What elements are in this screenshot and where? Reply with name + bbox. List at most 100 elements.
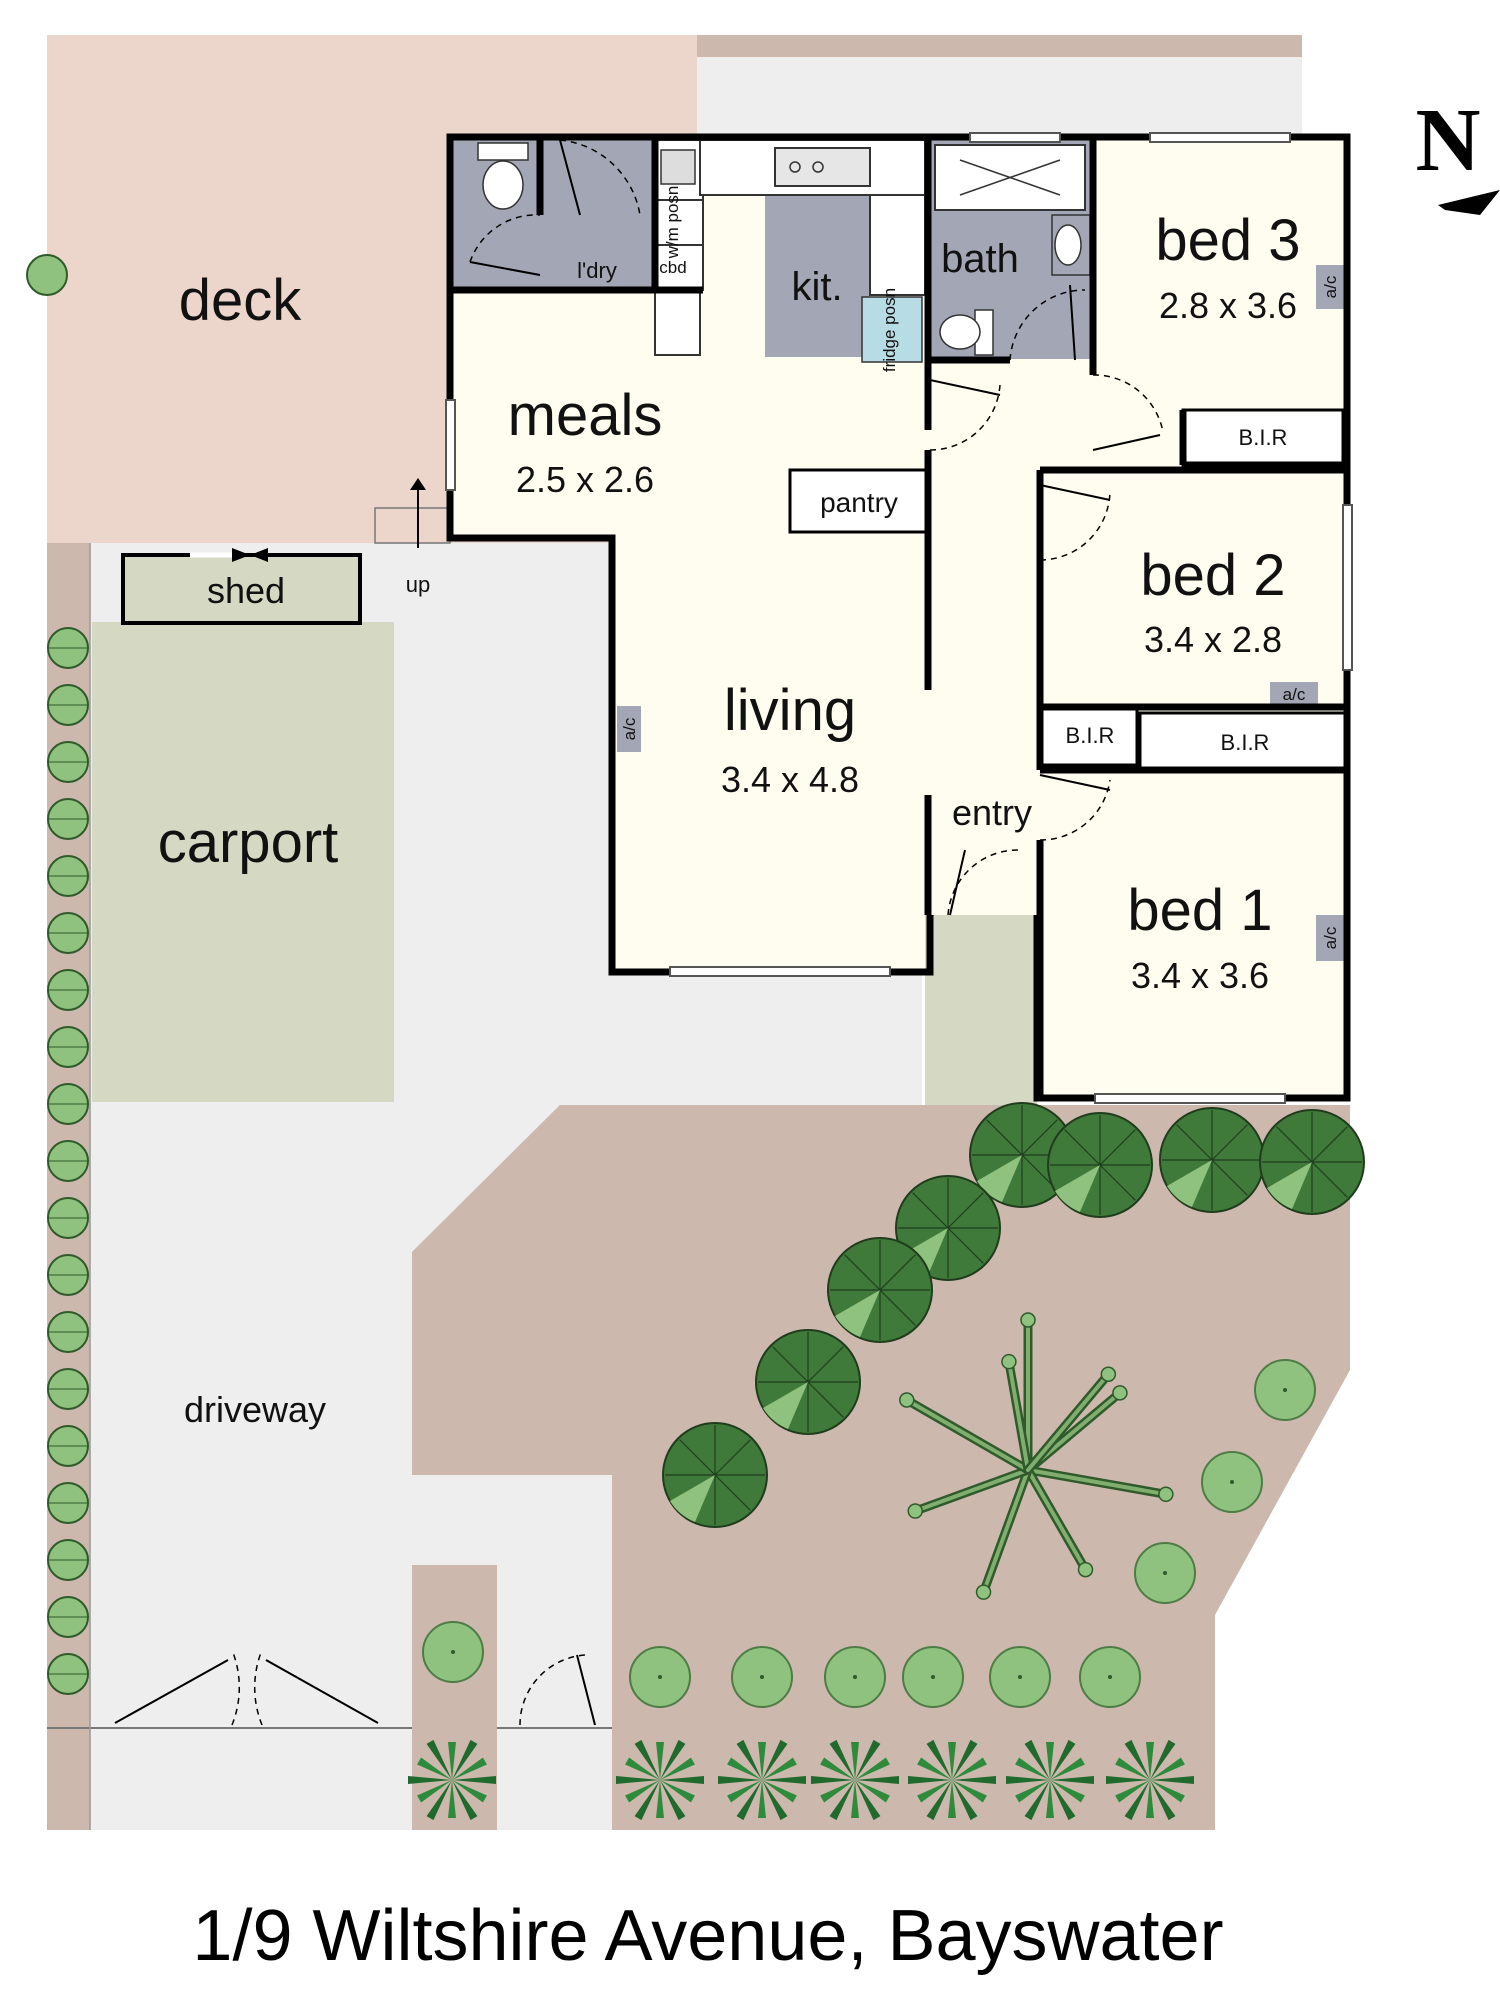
tree-leaf	[907, 1503, 923, 1519]
canopy-tree-highlight	[1267, 1162, 1312, 1209]
tree-leaf	[899, 1392, 915, 1408]
round-shrub-center	[931, 1675, 935, 1679]
window-bed2	[1342, 504, 1353, 671]
label-kitchen: kit.	[791, 265, 842, 309]
label-bed3: bed 3	[1155, 208, 1300, 273]
tree-branch-highlight	[1026, 1468, 1168, 1497]
star-plant-leaf	[656, 1742, 664, 1780]
canopy-tree-rib	[1064, 1129, 1101, 1166]
canopy-tree-rib	[879, 1254, 916, 1291]
ac-unit-bed2	[1270, 682, 1318, 706]
star-plant-leaf	[634, 1739, 660, 1780]
star-plant-leaf	[1046, 1742, 1054, 1780]
star-plant-leaf	[1015, 1780, 1050, 1803]
label-ac-bed2: a/c	[1283, 685, 1306, 704]
canopy-tree-rib	[1276, 1126, 1313, 1163]
door-hall-kitchen-leaf	[929, 379, 1001, 396]
star-plant-leaf	[656, 1780, 664, 1818]
star-plant-leaf	[855, 1776, 899, 1784]
tree-leaf	[1112, 1385, 1128, 1401]
star-plant-leaf	[1046, 1780, 1054, 1818]
door-bed1	[1039, 779, 1111, 841]
gate-left-leaf	[114, 1659, 229, 1724]
star-plant-leaf	[917, 1780, 952, 1803]
label-bed1-dim: 3.4 x 3.6	[1131, 955, 1269, 996]
kitchen-bench-left	[654, 289, 701, 356]
star-plant-leaf	[1050, 1780, 1076, 1821]
window-kitchen	[969, 132, 1061, 143]
star-plant-leaf	[952, 1780, 978, 1821]
star-plant-leaf	[634, 1780, 660, 1821]
pedestrian-gate-arc	[519, 1654, 586, 1726]
laundry-sink	[660, 149, 696, 185]
toilet-bowl	[482, 160, 524, 210]
label-entry: entry	[952, 792, 1032, 833]
canopy-tree-highlight	[1055, 1165, 1100, 1212]
star-plant-leaf	[417, 1780, 452, 1803]
label-fridge-posn: fridge posn	[880, 288, 899, 372]
canopy-tree-rib	[947, 1192, 984, 1229]
driveway-right	[612, 970, 922, 1105]
star-plant-leaf	[926, 1739, 952, 1780]
star-plant-leaf	[727, 1780, 762, 1803]
star-plant-leaf	[408, 1776, 452, 1784]
star-plant-leaf	[452, 1757, 487, 1780]
gate-left-arc	[231, 1649, 241, 1726]
label-wm-posn: w/m posn	[663, 186, 682, 260]
canopy-tree-rib	[807, 1381, 844, 1418]
star-plant-leaf	[452, 1776, 496, 1784]
canopy-tree-rib	[947, 1227, 984, 1264]
kitchen-bench-right	[869, 194, 926, 296]
canopy-tree-rib	[1099, 1164, 1136, 1201]
canopy-tree-rib	[1021, 1119, 1058, 1156]
door-bed2-leaf	[1039, 484, 1111, 501]
carport-area	[92, 622, 394, 1102]
label-bir-bed2: B.I.R	[1066, 723, 1115, 748]
star-plant-leaf	[820, 1757, 855, 1780]
round-shrub-center	[853, 1675, 857, 1679]
deck-area-lower	[47, 137, 447, 543]
canopy-tree-rib	[1311, 1161, 1348, 1198]
canopy-tree-rib	[912, 1192, 949, 1229]
star-plant-leaf	[426, 1780, 452, 1821]
star-plant-leaf	[718, 1776, 762, 1784]
entry-porch	[925, 915, 1037, 1105]
star-plant-leaf	[1024, 1739, 1050, 1780]
bottom-strip	[90, 1728, 612, 1830]
star-plant-leaf	[762, 1757, 797, 1780]
door-hall-kitchen	[929, 384, 1001, 451]
shed-door-marker-2	[250, 548, 268, 562]
star-plant-leaf	[758, 1742, 766, 1780]
star-plant-leaf	[417, 1757, 452, 1780]
star-plant-leaf	[625, 1780, 660, 1803]
top-boundary-strip	[697, 35, 1302, 57]
label-shed: shed	[207, 570, 285, 611]
exterior-wall-west	[446, 310, 934, 976]
window-meals	[445, 399, 456, 491]
star-plant-leaf	[851, 1742, 859, 1780]
landscaping	[26, 254, 1365, 1821]
door-bed2	[1039, 489, 1111, 561]
label-bed2-dim: 3.4 x 2.8	[1144, 619, 1282, 660]
star-plant-leaf	[952, 1776, 996, 1784]
canopy-tree-rib	[1311, 1126, 1348, 1163]
star-plant-leaf	[736, 1739, 762, 1780]
star-plant-leaf	[762, 1780, 788, 1821]
north-label: N	[1416, 91, 1481, 190]
gate-right-leaf	[265, 1659, 379, 1724]
round-shrub-center	[451, 1650, 455, 1654]
label-bed3-dim: 2.8 x 3.6	[1159, 285, 1297, 326]
star-plant-leaf	[452, 1780, 478, 1821]
door-laundry-leaf	[559, 139, 581, 216]
star-plant-leaf	[1146, 1742, 1154, 1780]
star-plant-leaf	[1050, 1757, 1085, 1780]
kitchen-sink	[774, 147, 871, 187]
deck-step	[374, 507, 451, 544]
star-plant-leaf	[952, 1757, 987, 1780]
label-ac-bed1: a/c	[1321, 926, 1340, 949]
label-pantry: pantry	[820, 487, 898, 518]
canopy-tree-rib	[1099, 1129, 1136, 1166]
canopy-tree-rib	[1176, 1124, 1213, 1161]
tree-leaf	[1077, 1561, 1094, 1578]
